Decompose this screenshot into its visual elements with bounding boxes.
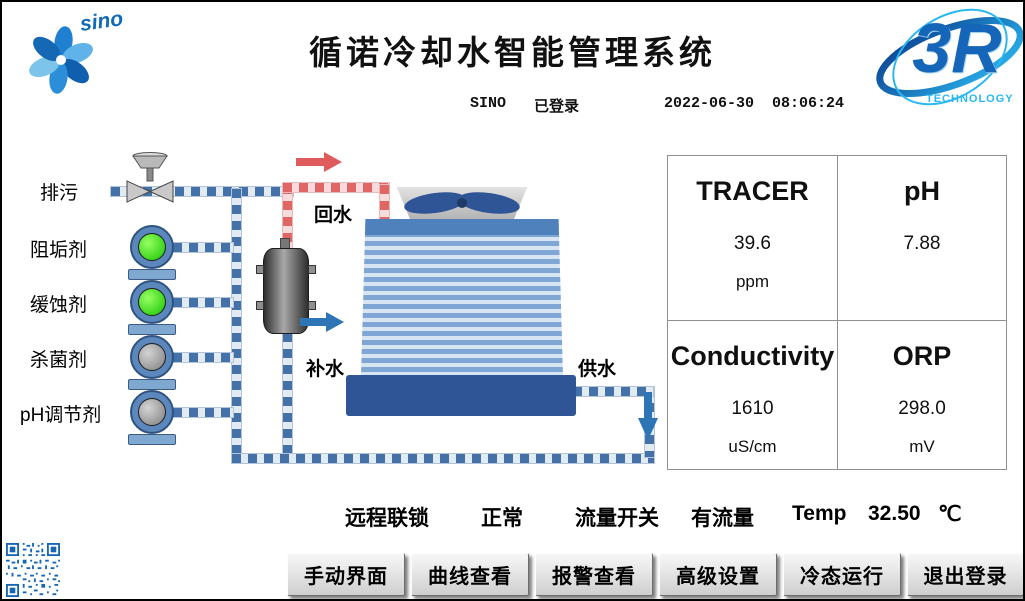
- measurement-name: ORP: [892, 341, 952, 371]
- filter-icon: [256, 248, 316, 334]
- temp-value: 32.50: [868, 502, 921, 525]
- login-status: 已登录: [534, 99, 580, 116]
- measurement-unit: uS/cm: [728, 437, 777, 456]
- button-alarm-view[interactable]: 报警查看: [535, 553, 653, 596]
- pump-base: [128, 324, 176, 335]
- button-cold-run[interactable]: 冷态运行: [783, 553, 901, 596]
- return-water-label: 回水: [314, 205, 353, 226]
- pump-status-indicator: [138, 233, 166, 261]
- qr-code: [6, 543, 60, 597]
- sino-logo: sino: [24, 7, 144, 100]
- measurement-value: 1610: [731, 398, 774, 419]
- filter-flange: [308, 301, 316, 310]
- pump-ph-adjuster: [128, 390, 176, 446]
- filter-flange: [308, 265, 316, 274]
- measurement-name: pH: [904, 176, 940, 206]
- measurement-unit: mV: [909, 437, 935, 456]
- supply-water-label: 供水: [578, 359, 617, 380]
- label-scale-inhibitor: 阻垢剂: [30, 240, 88, 261]
- pump-base: [128, 269, 176, 280]
- measurement-value: 298.0: [898, 398, 946, 419]
- remote-interlock-value: 正常: [481, 507, 523, 530]
- measurement-cell-ph: pH 7.88: [838, 156, 1006, 321]
- pump-status-indicator: [138, 343, 166, 371]
- button-advanced-settings[interactable]: 高级设置: [659, 553, 777, 596]
- pinwheel-icon: [29, 26, 93, 94]
- measurement-cell-tracer: TRACER 39.6 ppm: [668, 156, 838, 321]
- user-name: SINO: [470, 95, 507, 112]
- button-logout[interactable]: 退出登录: [907, 553, 1023, 596]
- measurement-panel: TRACER 39.6 ppm pH 7.88 Conductivity 161…: [667, 155, 1007, 470]
- measurement-unit: ppm: [735, 272, 770, 291]
- pump-corrosion-inhibitor: [128, 280, 176, 336]
- measurement-value: 39.6: [734, 233, 771, 254]
- pump-base: [128, 379, 176, 390]
- pump-body: [130, 280, 174, 324]
- pump-biocide: [128, 335, 176, 391]
- pump-body: [130, 390, 174, 434]
- measurement-name: TRACER: [696, 176, 809, 206]
- return-flow-arrow-icon: [296, 152, 342, 172]
- pipe-pump-4: [172, 407, 234, 418]
- label-biocide: 杀菌剂: [30, 350, 88, 371]
- sino-logo-text: sino: [78, 7, 125, 36]
- pipe-loop-left: [282, 332, 293, 460]
- pipe-return-into-tower: [379, 184, 390, 222]
- tower-basin: [346, 375, 576, 416]
- filter-flange: [256, 301, 264, 310]
- makeup-flow-arrow-icon: [300, 312, 344, 332]
- pump-scale-inhibitor: [128, 225, 176, 281]
- supply-flow-arrow-icon: [638, 392, 658, 440]
- label-blowdown: 排污: [40, 183, 79, 204]
- pipe-pump-2: [172, 297, 234, 308]
- filter-flange: [256, 265, 264, 274]
- measurement-name: Conductivity: [670, 341, 835, 371]
- makeup-water-label: 补水: [306, 359, 345, 380]
- button-manual-screen[interactable]: 手动界面: [287, 553, 405, 596]
- pipe-chemical-header: [231, 188, 242, 464]
- cooling-tower: [361, 219, 563, 376]
- measurement-value: 7.88: [903, 233, 941, 254]
- pipe-pump-3: [172, 352, 234, 363]
- measurement-cell-orp: ORP 298.0 mV: [838, 321, 1006, 469]
- pipe-loop-bottom: [231, 453, 655, 464]
- flow-switch-value: 有流量: [691, 507, 754, 530]
- label-ph-adjuster: pH调节剂: [20, 405, 102, 426]
- label-corrosion-inhibitor: 缓蚀剂: [30, 295, 88, 316]
- pump-status-indicator: [138, 288, 166, 316]
- pump-status-indicator: [138, 398, 166, 426]
- button-curve-view[interactable]: 曲线查看: [411, 553, 529, 596]
- pump-base: [128, 434, 176, 445]
- brand-subtitle: TECHNOLOGY: [926, 93, 1014, 105]
- brand-name: 3R: [912, 9, 1002, 87]
- valve-icon: [126, 152, 174, 203]
- flow-switch-label: 流量开关: [575, 507, 659, 530]
- 3r-technology-logo: 3R TECHNOLOGY: [868, 2, 1023, 120]
- temp-unit: ℃: [938, 503, 962, 526]
- datetime: 2022-06-30 08:06:24: [664, 95, 845, 112]
- pump-body: [130, 225, 174, 269]
- pipe-pump-1: [172, 242, 234, 253]
- pump-body: [130, 335, 174, 379]
- measurement-cell-conductivity: Conductivity 1610 uS/cm: [668, 321, 838, 469]
- temp-label: Temp: [792, 502, 847, 525]
- remote-interlock-label: 远程联锁: [345, 507, 429, 530]
- page-title: 循诺冷却水智能管理系统: [309, 34, 716, 71]
- fan-icon: [404, 192, 520, 214]
- pipe-return-top: [282, 182, 390, 193]
- 3r-swoosh-icon: [876, 8, 1023, 106]
